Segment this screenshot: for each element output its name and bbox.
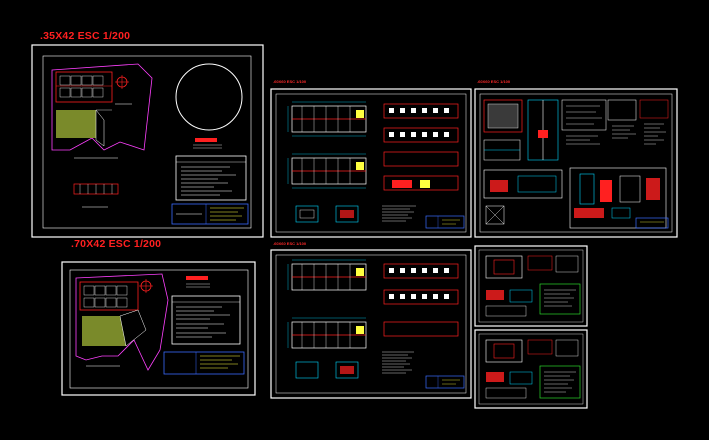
sheet-7-frame [474,329,588,409]
sheet-1-green-area [56,110,96,138]
sheet-1-inner-border [42,55,252,229]
sheet-3-elevations [383,103,459,191]
sheet-label-5: .60X60 ESC 1/100 [273,241,307,246]
sheet-2-frame [61,261,256,396]
sheet-label-1: .35X42 ESC 1/200 [40,30,131,42]
sheet-1-legend-box [175,155,247,201]
sheet-5-plans [270,249,472,399]
sheet-1-red-tag [195,138,217,142]
sheet-2-title-block [163,351,245,375]
sheet-1-building-outline [55,71,113,103]
sheet-2-lot-boundary [75,273,169,371]
sheet-7-details [474,329,588,409]
sheet-2-site-plan [61,261,256,396]
sheet-1-location-circle [175,63,243,131]
sheet-3-yellow-mark [356,110,364,118]
sheet-3-frame [270,88,472,238]
sheet-label-2: .70X42 ESC 1/200 [71,238,162,250]
sheet-3-plans [270,88,472,238]
sheet-4-details [474,88,678,238]
sheet-6-frame [474,245,588,327]
sheet-5-frame [270,249,472,399]
sheet-2-legend-box [171,295,241,345]
sheet-label-4: .60X60 ESC 1/100 [477,79,511,84]
sheet-2-green-area [82,316,126,346]
sheet-4-frame [474,88,678,238]
sheet-1-site-plan [31,44,264,238]
sheet-1-frame [31,44,264,238]
sheet-label-3: .60X60 ESC 1/100 [273,79,307,84]
sheet-1-lot-boundary [51,63,153,151]
sheet-6-details [474,245,588,327]
sheet-1-title-block [171,203,249,225]
